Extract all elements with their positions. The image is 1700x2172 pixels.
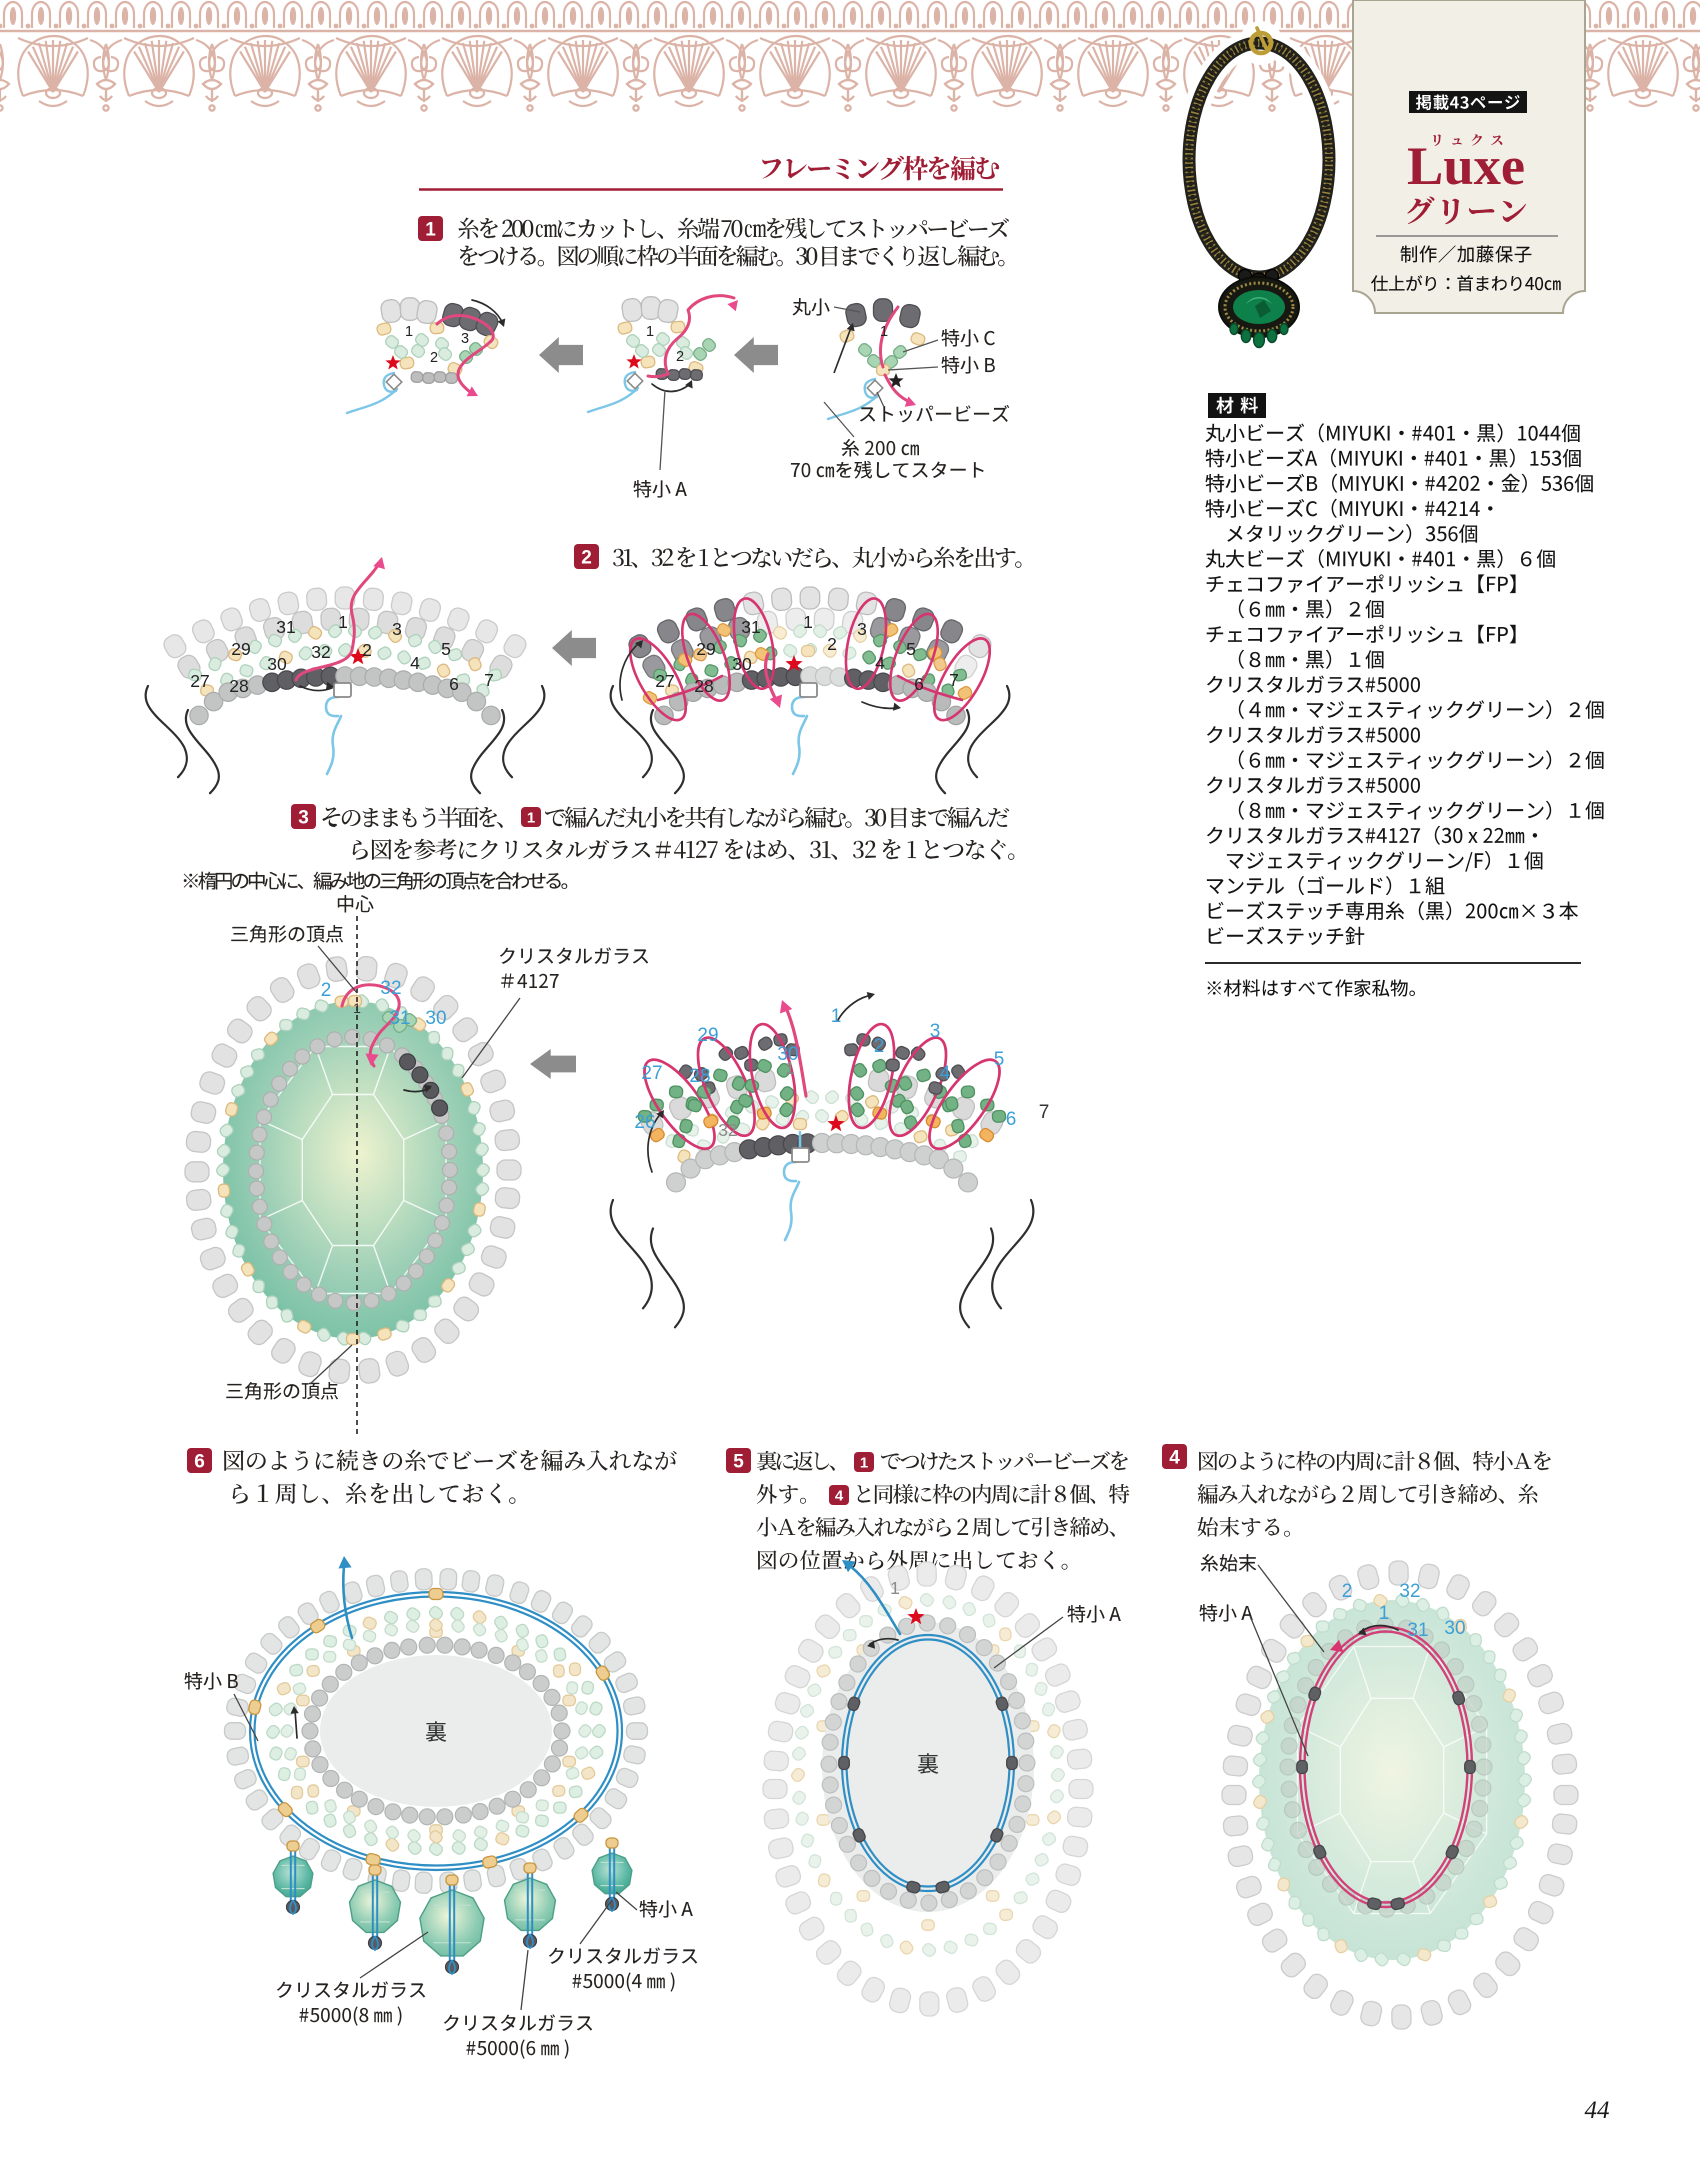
svg-text:4: 4: [835, 1488, 844, 1505]
svg-text:2: 2: [362, 640, 372, 660]
svg-text:6: 6: [194, 1452, 205, 1473]
svg-text:29: 29: [697, 1025, 718, 1046]
svg-text:32: 32: [380, 978, 401, 999]
svg-text:27: 27: [641, 1063, 662, 1084]
svg-text:3: 3: [461, 331, 469, 347]
svg-text:3: 3: [857, 619, 867, 639]
svg-text:32: 32: [1399, 1581, 1420, 1602]
svg-text:44: 44: [1585, 2097, 1610, 2124]
svg-text:30: 30: [732, 654, 752, 674]
svg-text:31: 31: [389, 1008, 410, 1029]
svg-text:1: 1: [425, 220, 436, 241]
svg-text:2: 2: [874, 1036, 885, 1057]
svg-text:7: 7: [949, 670, 959, 690]
svg-text:27: 27: [190, 671, 209, 691]
svg-text:1: 1: [353, 1000, 361, 1016]
svg-text:3: 3: [930, 1021, 941, 1042]
svg-text:1: 1: [405, 324, 413, 340]
svg-text:5: 5: [441, 639, 451, 659]
svg-text:28: 28: [229, 676, 248, 696]
svg-text:30: 30: [425, 1008, 446, 1029]
svg-text:5: 5: [733, 1452, 744, 1473]
svg-text:30: 30: [267, 654, 287, 674]
svg-text:31: 31: [276, 617, 295, 637]
svg-text:1: 1: [338, 612, 348, 632]
svg-text:1: 1: [1379, 1603, 1390, 1624]
svg-text:6: 6: [449, 674, 459, 694]
svg-text:26: 26: [634, 1112, 655, 1133]
svg-text:7: 7: [484, 670, 494, 690]
svg-text:1: 1: [646, 324, 654, 340]
svg-text:2: 2: [321, 980, 332, 1001]
svg-text:1: 1: [880, 324, 888, 340]
svg-text:31: 31: [741, 617, 760, 637]
svg-text:27: 27: [655, 671, 674, 691]
svg-text:30: 30: [1444, 1618, 1465, 1639]
svg-text:1: 1: [860, 1455, 868, 1472]
svg-text:2: 2: [676, 349, 684, 365]
svg-text:Luxe: Luxe: [1407, 136, 1525, 196]
svg-text:32: 32: [311, 642, 330, 662]
svg-text:3: 3: [298, 808, 309, 829]
svg-text:6: 6: [914, 674, 924, 694]
svg-text:2: 2: [581, 548, 592, 569]
svg-text:2: 2: [430, 350, 438, 366]
svg-text:1: 1: [890, 1578, 900, 1598]
svg-text:1: 1: [831, 1006, 842, 1027]
svg-text:32: 32: [718, 1120, 737, 1140]
svg-text:4: 4: [940, 1063, 951, 1084]
svg-text:28: 28: [689, 1066, 710, 1087]
svg-text:3: 3: [392, 619, 402, 639]
svg-text:2: 2: [1342, 1581, 1353, 1602]
svg-text:29: 29: [696, 639, 715, 659]
svg-text:4: 4: [1169, 1448, 1180, 1469]
svg-text:5: 5: [994, 1049, 1005, 1070]
svg-text:1: 1: [803, 612, 813, 632]
svg-text:1: 1: [527, 810, 535, 827]
svg-text:1: 1: [785, 1058, 795, 1078]
svg-text:30: 30: [777, 1044, 798, 1065]
svg-text:2: 2: [827, 634, 837, 654]
svg-text:4: 4: [410, 653, 420, 673]
svg-text:31: 31: [1407, 1620, 1428, 1641]
svg-text:4: 4: [875, 653, 885, 673]
svg-text:29: 29: [231, 639, 250, 659]
svg-text:6: 6: [1006, 1109, 1017, 1130]
svg-text:5: 5: [906, 639, 916, 659]
svg-text:28: 28: [694, 676, 713, 696]
svg-text:7: 7: [1039, 1102, 1050, 1123]
